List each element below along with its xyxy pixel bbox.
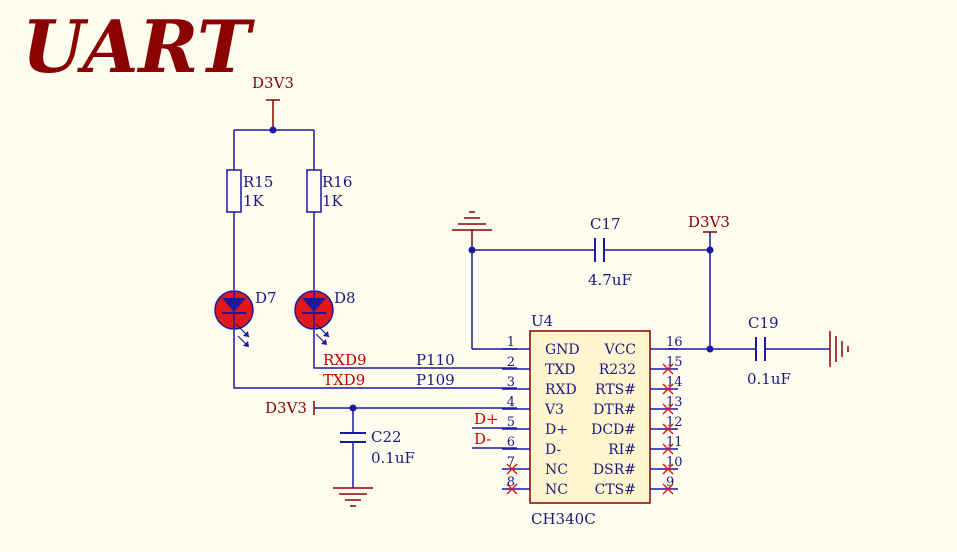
ic-pin-name: RTS# xyxy=(595,382,636,398)
ic-pin-number: 8 xyxy=(507,475,515,490)
no-connect-marker xyxy=(662,443,674,455)
c22-value: 0.1uF xyxy=(371,449,415,467)
c22-wires xyxy=(314,407,517,488)
led-d8 xyxy=(294,290,334,345)
no-connect-marker xyxy=(662,403,674,415)
junction-dot xyxy=(269,126,277,134)
ground-symbol-right xyxy=(829,331,849,367)
junction-dot xyxy=(468,246,476,254)
no-connect-marker xyxy=(662,483,674,495)
ground-symbol-top xyxy=(452,211,492,250)
r15-ref: R15 xyxy=(243,173,273,191)
ic-pin-name: NC xyxy=(545,462,568,478)
ic-pin-name: TXD xyxy=(545,362,576,378)
ic-pin-number: 5 xyxy=(507,415,515,430)
c17-value: 4.7uF xyxy=(588,271,632,289)
c17-ref: C17 xyxy=(590,215,621,233)
led-branch-wires xyxy=(233,129,517,389)
r16-ref: R16 xyxy=(322,173,352,191)
capacitor-c17 xyxy=(594,238,605,262)
net-label-dminus: D- xyxy=(474,430,491,448)
ic-part: CH340C xyxy=(531,510,596,528)
schematic-title: UART xyxy=(22,4,255,89)
resistor-r16 xyxy=(306,169,322,213)
ic-pin-name: NC xyxy=(545,482,568,498)
ic-pin-name: D- xyxy=(545,442,561,458)
c19-ref: C19 xyxy=(748,314,779,332)
c22-ref: C22 xyxy=(371,428,402,446)
resistor-r15 xyxy=(226,169,242,213)
ic-pin-number: 3 xyxy=(507,375,515,390)
net-label-dplus: D+ xyxy=(474,410,499,428)
net-label-p109: P109 xyxy=(416,371,455,389)
ic-pin-number: 1 xyxy=(507,335,515,350)
no-connect-marker xyxy=(662,363,674,375)
capacitor-c19 xyxy=(755,337,766,361)
ic-pin-name: RXD xyxy=(545,382,577,398)
no-connect-marker xyxy=(506,483,518,495)
power-label-top-left: D3V3 xyxy=(252,74,294,92)
net-label-txd9: TXD9 xyxy=(323,371,365,389)
ic-pin-name: DSR# xyxy=(593,462,636,478)
no-connect-marker xyxy=(662,423,674,435)
no-connect-marker xyxy=(662,383,674,395)
ic-u4-body xyxy=(529,330,651,504)
power-label-top-right: D3V3 xyxy=(688,213,730,231)
ic-pin-name: VCC xyxy=(603,342,636,358)
ic-pin-name: R232 xyxy=(599,362,636,378)
no-connect-marker xyxy=(662,463,674,475)
ic-pin-number: 4 xyxy=(507,395,515,410)
ic-pin-number: 2 xyxy=(507,355,515,370)
usb-net-wires xyxy=(472,427,517,449)
ic-pin-number: 16 xyxy=(666,335,683,350)
led-d7 xyxy=(214,290,254,347)
junction-dot xyxy=(706,345,714,353)
no-connect-marker xyxy=(506,463,518,475)
ic-pin-name: V3 xyxy=(544,402,564,418)
junction-dot xyxy=(706,246,714,254)
r15-value: 1K xyxy=(243,192,265,210)
ground-symbol-bottom xyxy=(333,487,373,507)
power-label-left: D3V3 xyxy=(265,399,307,417)
ic-pin-name: DTR# xyxy=(593,402,636,418)
ic-pin-number: 9 xyxy=(666,475,674,490)
ic-ref: U4 xyxy=(531,312,553,330)
ic-pin-name: RI# xyxy=(608,442,636,458)
net-label-p110: P110 xyxy=(416,351,455,369)
net-label-rxd9: RXD9 xyxy=(323,351,367,369)
ic-pin-name: DCD# xyxy=(591,422,636,438)
d7-ref: D7 xyxy=(255,289,277,307)
ic-pin-name: CTS# xyxy=(595,482,636,498)
ic-pin-number: 6 xyxy=(507,435,515,450)
d8-ref: D8 xyxy=(334,289,356,307)
junction-dot xyxy=(349,404,357,412)
ic-pin-number: 7 xyxy=(507,455,515,470)
r16-value: 1K xyxy=(322,192,344,210)
ic-pin-name: GND xyxy=(545,342,580,358)
capacitor-c22 xyxy=(340,432,366,443)
ic-pin-name: D+ xyxy=(545,422,568,438)
power-symbol-top-left xyxy=(266,99,280,130)
c19-value: 0.1uF xyxy=(747,370,791,388)
